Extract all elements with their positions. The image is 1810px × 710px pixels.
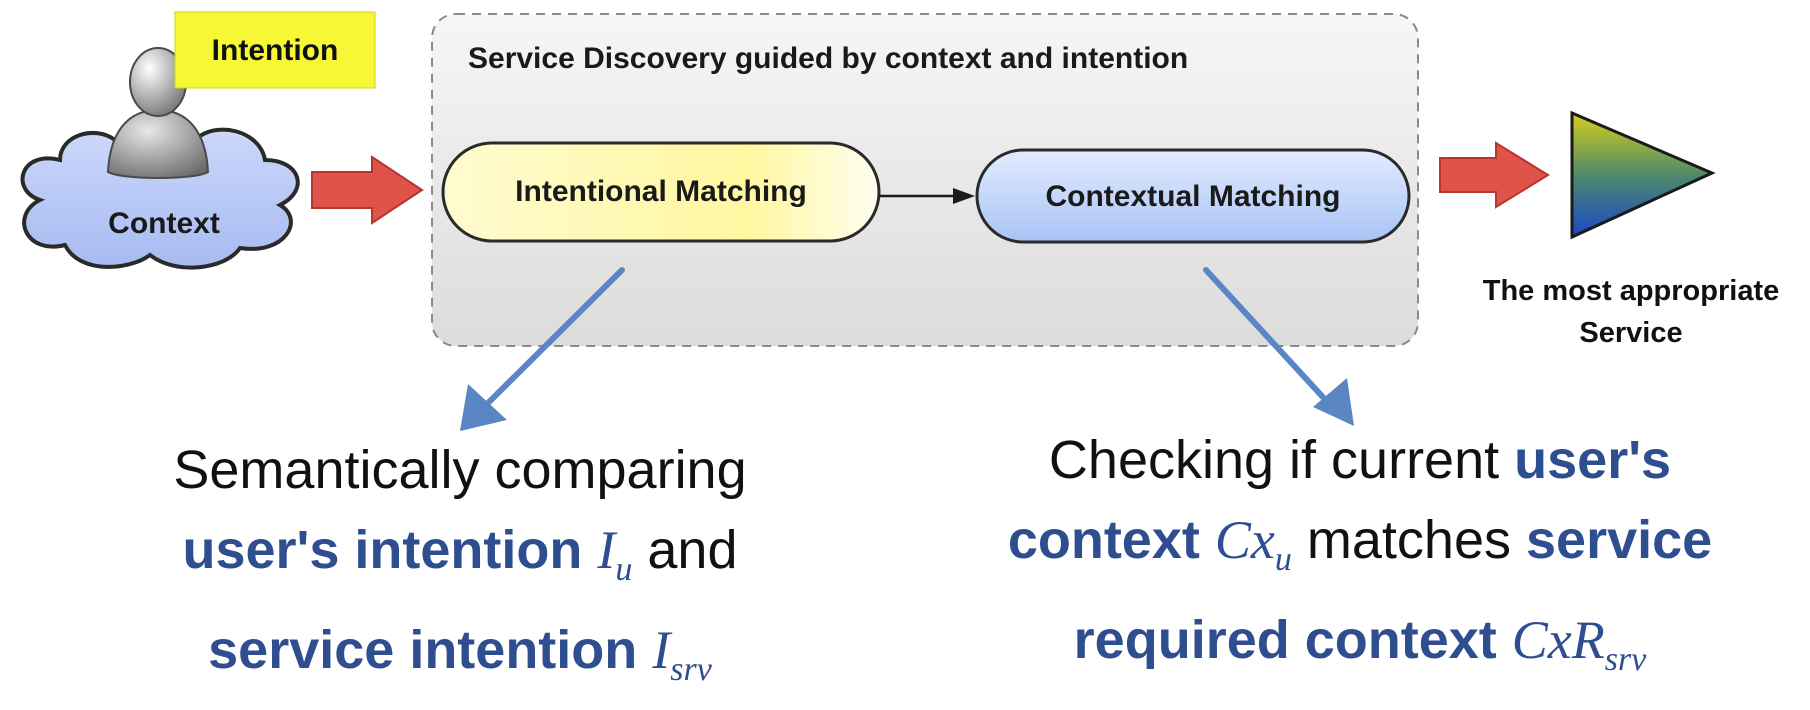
- result-label-line2: Service: [1579, 317, 1683, 349]
- right-caption-line3: required context CxRsrv: [965, 600, 1755, 700]
- user-person-icon: [106, 47, 210, 179]
- discovery-to-result-arrow: [1439, 141, 1550, 209]
- context-text: context: [1007, 510, 1200, 570]
- discovery-title: Service Discovery guided by context and …: [468, 42, 1189, 75]
- service-intention-text: service intention: [208, 619, 638, 680]
- right-caption: Checking if current user's context Cxu m…: [965, 420, 1755, 700]
- context-label: Context: [108, 207, 220, 240]
- result-triangle-icon: [1570, 110, 1716, 240]
- required-context-text: required context: [1073, 609, 1497, 670]
- right-caption-arrow: [1203, 267, 1354, 426]
- service-text: service: [1526, 510, 1713, 570]
- contextual-matching-pill: [975, 148, 1411, 244]
- iu-symbol: Iu: [597, 520, 633, 588]
- contextual-matching-label: Contextual Matching: [1045, 180, 1341, 213]
- users-text: user's: [1514, 430, 1672, 490]
- left-caption-line1: Semantically comparing: [173, 440, 747, 500]
- result-label: The most appropriate Service: [1452, 270, 1810, 354]
- left-caption-line2: user's intention Iu and: [120, 510, 800, 610]
- context-to-discovery-arrow: [311, 155, 424, 225]
- cxr-symbol: CxRsrv: [1511, 609, 1647, 678]
- left-caption-arrow: [460, 267, 625, 431]
- left-caption-line3: service intention Isrv: [120, 610, 800, 710]
- users-intention-text: user's intention: [182, 520, 583, 580]
- right-caption-line1: Checking if current user's: [965, 420, 1755, 500]
- service-discovery-box: [431, 13, 1419, 347]
- intentional-matching-pill: [441, 141, 881, 243]
- left-caption: Semantically comparing user's intention …: [120, 430, 800, 710]
- matches-text: matches: [1306, 510, 1511, 570]
- diagram-canvas: [20, 11, 1716, 431]
- isrv-symbol: Isrv: [652, 619, 712, 688]
- checking-text: Checking if current: [1048, 430, 1500, 490]
- intentional-matching-label: Intentional Matching: [515, 175, 807, 208]
- and-text: and: [647, 520, 738, 580]
- result-label-line1: The most appropriate: [1482, 275, 1780, 307]
- intention-sticky-note: [174, 11, 376, 89]
- right-caption-line2: context Cxu matches service: [965, 500, 1755, 600]
- intention-label: Intention: [211, 34, 339, 67]
- matching-connector-arrow: [879, 188, 975, 204]
- cxu-symbol: Cxu: [1214, 510, 1292, 578]
